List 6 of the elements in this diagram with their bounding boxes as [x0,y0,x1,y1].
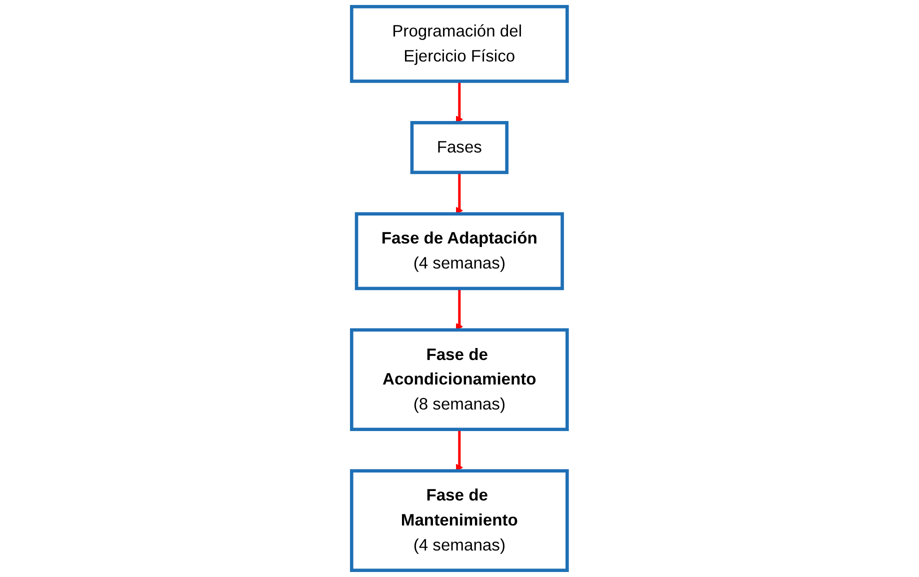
node-box: Fases [410,121,509,174]
node-box: Fase de Mantenimiento (4 semanas) [350,469,569,572]
node-box: Fase de Adaptación (4 semanas) [354,212,564,290]
node-box: Programación del Ejercicio Físico [350,4,569,83]
arrow [456,80,464,124]
node-box: Fase de Acondicionamiento (8 semanas) [350,328,569,432]
